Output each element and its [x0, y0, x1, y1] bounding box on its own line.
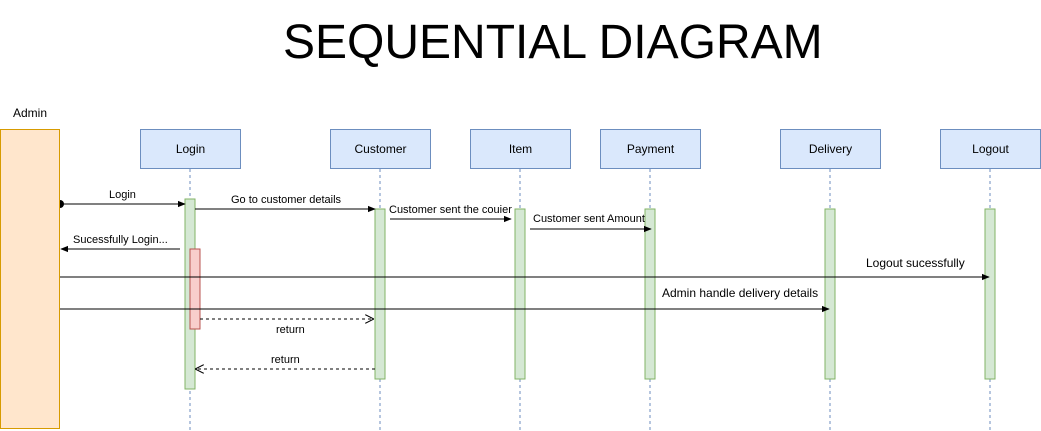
message-label-customer-sent-couier: Customer sent the couier — [389, 204, 512, 216]
activation-item — [514, 208, 526, 380]
message-label-return-2: return — [271, 354, 300, 366]
message-label-return-1: return — [276, 324, 305, 336]
activation-customer — [374, 208, 386, 380]
lifeline-head-login[interactable]: Login — [140, 129, 241, 169]
lifeline-head-payment[interactable]: Payment — [600, 129, 701, 169]
message-label-sucessfully-login: Sucessfully Login... — [73, 234, 168, 246]
activation-payment — [644, 208, 656, 380]
lifeline-head-customer[interactable]: Customer — [330, 129, 431, 169]
message-label-customer-sent-amount: Customer sent Amount — [533, 213, 645, 225]
admin-actor-label: Admin — [12, 106, 47, 120]
diagram-title: SEQUENTIAL DIAGRAM — [283, 16, 823, 69]
message-label-admin-handle-delivery: Admin handle delivery details — [662, 286, 819, 300]
admin-actor-bar[interactable] — [0, 129, 60, 429]
message-label-logout-sucessfully: Logout sucessfully — [866, 256, 965, 270]
lifeline-head-delivery[interactable]: Delivery — [780, 129, 881, 169]
message-label-go-to-customer-details: Go to customer details — [231, 194, 342, 206]
lifeline-head-logout[interactable]: Logout — [940, 129, 1041, 169]
activation-delivery — [824, 208, 836, 380]
activation-login-nested — [189, 248, 201, 330]
lifeline-head-item[interactable]: Item — [470, 129, 571, 169]
activation-logout — [984, 208, 996, 380]
message-label-login: Login — [109, 189, 136, 201]
